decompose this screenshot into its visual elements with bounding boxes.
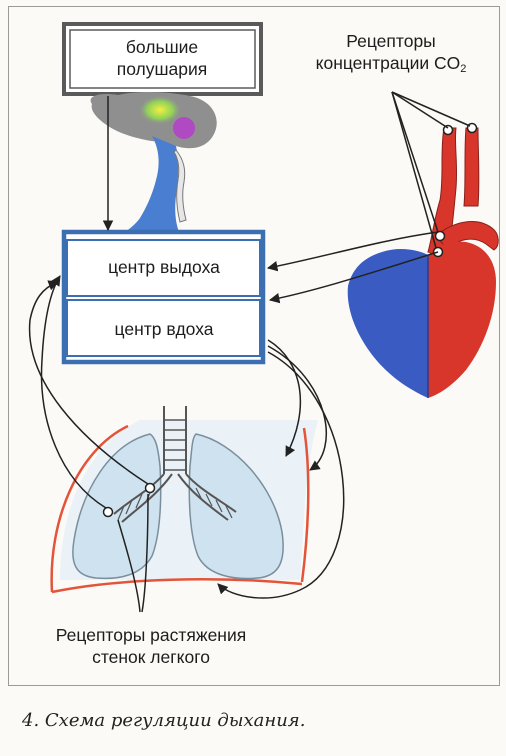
co2-subscript: 2 — [460, 63, 466, 75]
inhalation-center-label: центр вдоха — [70, 318, 258, 340]
co2-label-text: концентрации CO — [316, 53, 461, 73]
stretch-label-line2: стенок легкого — [6, 646, 296, 668]
hemispheres-label-line1: большие — [72, 36, 252, 58]
co2-label-line2: концентрации CO2 — [280, 52, 502, 80]
line-co2-label-3 — [392, 92, 438, 232]
heart-illustration — [348, 124, 499, 399]
brain-illustration — [91, 92, 217, 234]
stretch-receptor-dot — [146, 484, 155, 493]
hemispheres-label-line2: полушария — [72, 58, 252, 80]
figure-caption: 4. Схема регуляции дыхания. — [22, 710, 305, 731]
stretch-receptors-label: Рецепторы растяжения стенок легкого — [6, 624, 296, 668]
co2-label-line1: Рецепторы — [280, 30, 502, 52]
exhalation-center-label: центр выдоха — [70, 256, 258, 278]
hemispheres-label: большие полушария — [72, 36, 252, 80]
stretch-receptor-dot — [104, 508, 113, 517]
stretch-label-line1: Рецепторы растяжения — [6, 624, 296, 646]
respiratory-center-block — [64, 232, 263, 362]
line-co2-label-2 — [392, 92, 470, 126]
lungs-illustration — [52, 406, 318, 592]
co2-receptors-label: Рецепторы концентрации CO2 — [280, 30, 502, 80]
